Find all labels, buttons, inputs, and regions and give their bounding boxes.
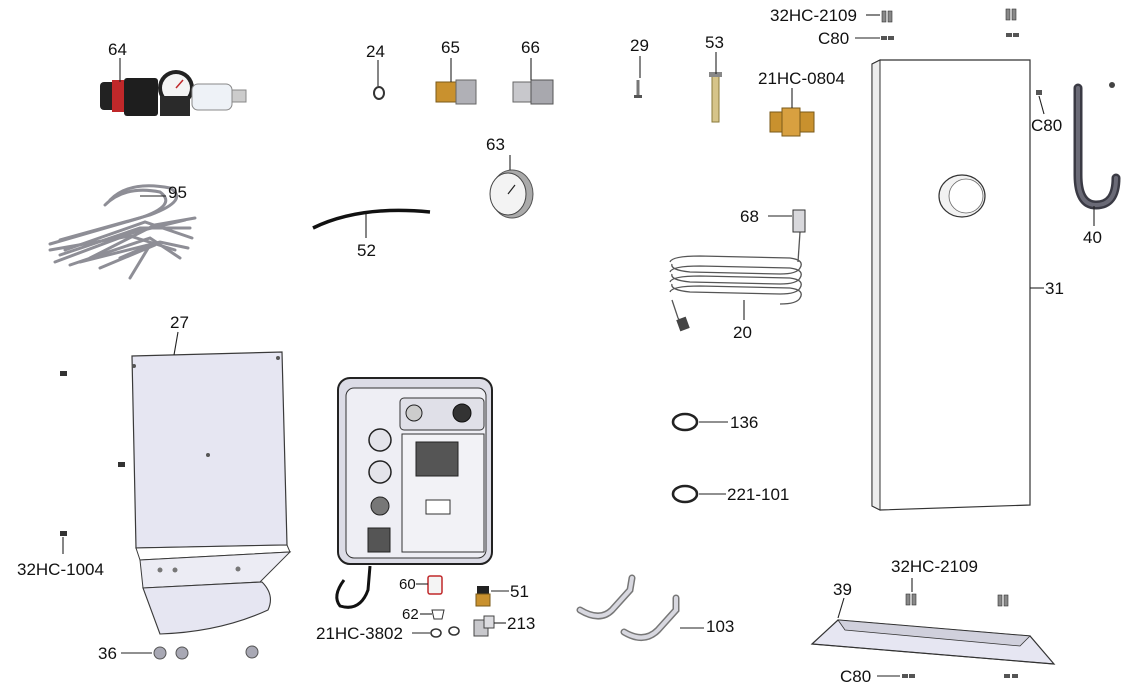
main-unit-housing <box>335 377 493 609</box>
part-31-back-panel <box>871 59 1031 511</box>
label-64: 64 <box>108 40 127 59</box>
label-52: 52 <box>357 241 376 260</box>
label-60: 60 <box>399 576 416 593</box>
label-21hc-0804: 21HC-0804 <box>758 69 845 88</box>
label-c80-top: C80 <box>818 29 849 48</box>
nuts-c80-bottom <box>902 674 1018 678</box>
label-103: 103 <box>706 617 734 636</box>
label-53: 53 <box>705 33 724 52</box>
part-136-oring <box>671 412 699 432</box>
label-27: 27 <box>170 313 189 332</box>
part-52-hose <box>312 208 431 230</box>
part-27-cover-plate <box>131 351 292 635</box>
leader-27 <box>173 331 179 356</box>
part-60 <box>427 575 443 595</box>
leader-39 <box>837 597 845 619</box>
leader-c80-right <box>1038 95 1045 115</box>
nuts-c80-top <box>881 33 1019 40</box>
label-29: 29 <box>630 36 649 55</box>
label-31: 31 <box>1045 279 1064 298</box>
label-63: 63 <box>486 135 505 154</box>
part-51-brass-fitting <box>475 586 491 607</box>
part-68-connector <box>792 209 806 233</box>
part-63-gauge <box>489 169 534 219</box>
part-95-tube-bundle <box>48 184 197 280</box>
part-221-101-oring <box>671 484 699 504</box>
label-40: 40 <box>1083 228 1102 247</box>
label-62: 62 <box>402 606 419 623</box>
part-103-pipes <box>576 574 680 641</box>
part-21hc-0804-nipple <box>769 107 815 137</box>
label-51: 51 <box>510 582 529 601</box>
part-20-end-fitting <box>676 316 690 332</box>
part-64-filter-regulator <box>100 70 247 116</box>
part-20-coil <box>669 231 802 327</box>
bolts-32hc-2109-top <box>881 8 1017 23</box>
part-53-bolt <box>709 72 722 123</box>
label-213: 213 <box>507 614 535 633</box>
label-c80-right: C80 <box>1031 116 1062 135</box>
nut-c80-right <box>1036 90 1042 95</box>
label-32hc-1004: 32HC-1004 <box>17 560 104 579</box>
part-40-hook <box>1073 82 1121 210</box>
bolts-32hc-2109-bottom <box>905 593 1009 607</box>
label-21hc-3802: 21HC-3802 <box>316 624 403 643</box>
label-39: 39 <box>833 580 852 599</box>
label-136: 136 <box>730 413 758 432</box>
label-36: 36 <box>98 644 117 663</box>
part-29-screw <box>634 80 642 98</box>
label-221-101: 221-101 <box>727 485 789 504</box>
label-66: 66 <box>521 38 540 57</box>
part-66-fitting <box>512 79 554 105</box>
part-39-bottom-tray <box>810 619 1056 665</box>
label-20: 20 <box>733 323 752 342</box>
label-32hc-2109-top: 32HC-2109 <box>770 6 857 25</box>
part-36-feet <box>153 645 259 660</box>
part-24-ring <box>373 86 385 100</box>
part-213-elbow <box>473 615 495 637</box>
screws-plate <box>60 371 125 536</box>
label-24: 24 <box>366 42 385 61</box>
part-21hc-3802-washers <box>430 626 460 638</box>
label-68: 68 <box>740 207 759 226</box>
label-95: 95 <box>168 183 187 202</box>
part-62 <box>431 609 445 620</box>
label-32hc-2109-bottom: 32HC-2109 <box>891 557 978 576</box>
label-c80-bottom: C80 <box>840 667 871 686</box>
part-65-fitting <box>435 79 477 105</box>
label-65: 65 <box>441 38 460 57</box>
